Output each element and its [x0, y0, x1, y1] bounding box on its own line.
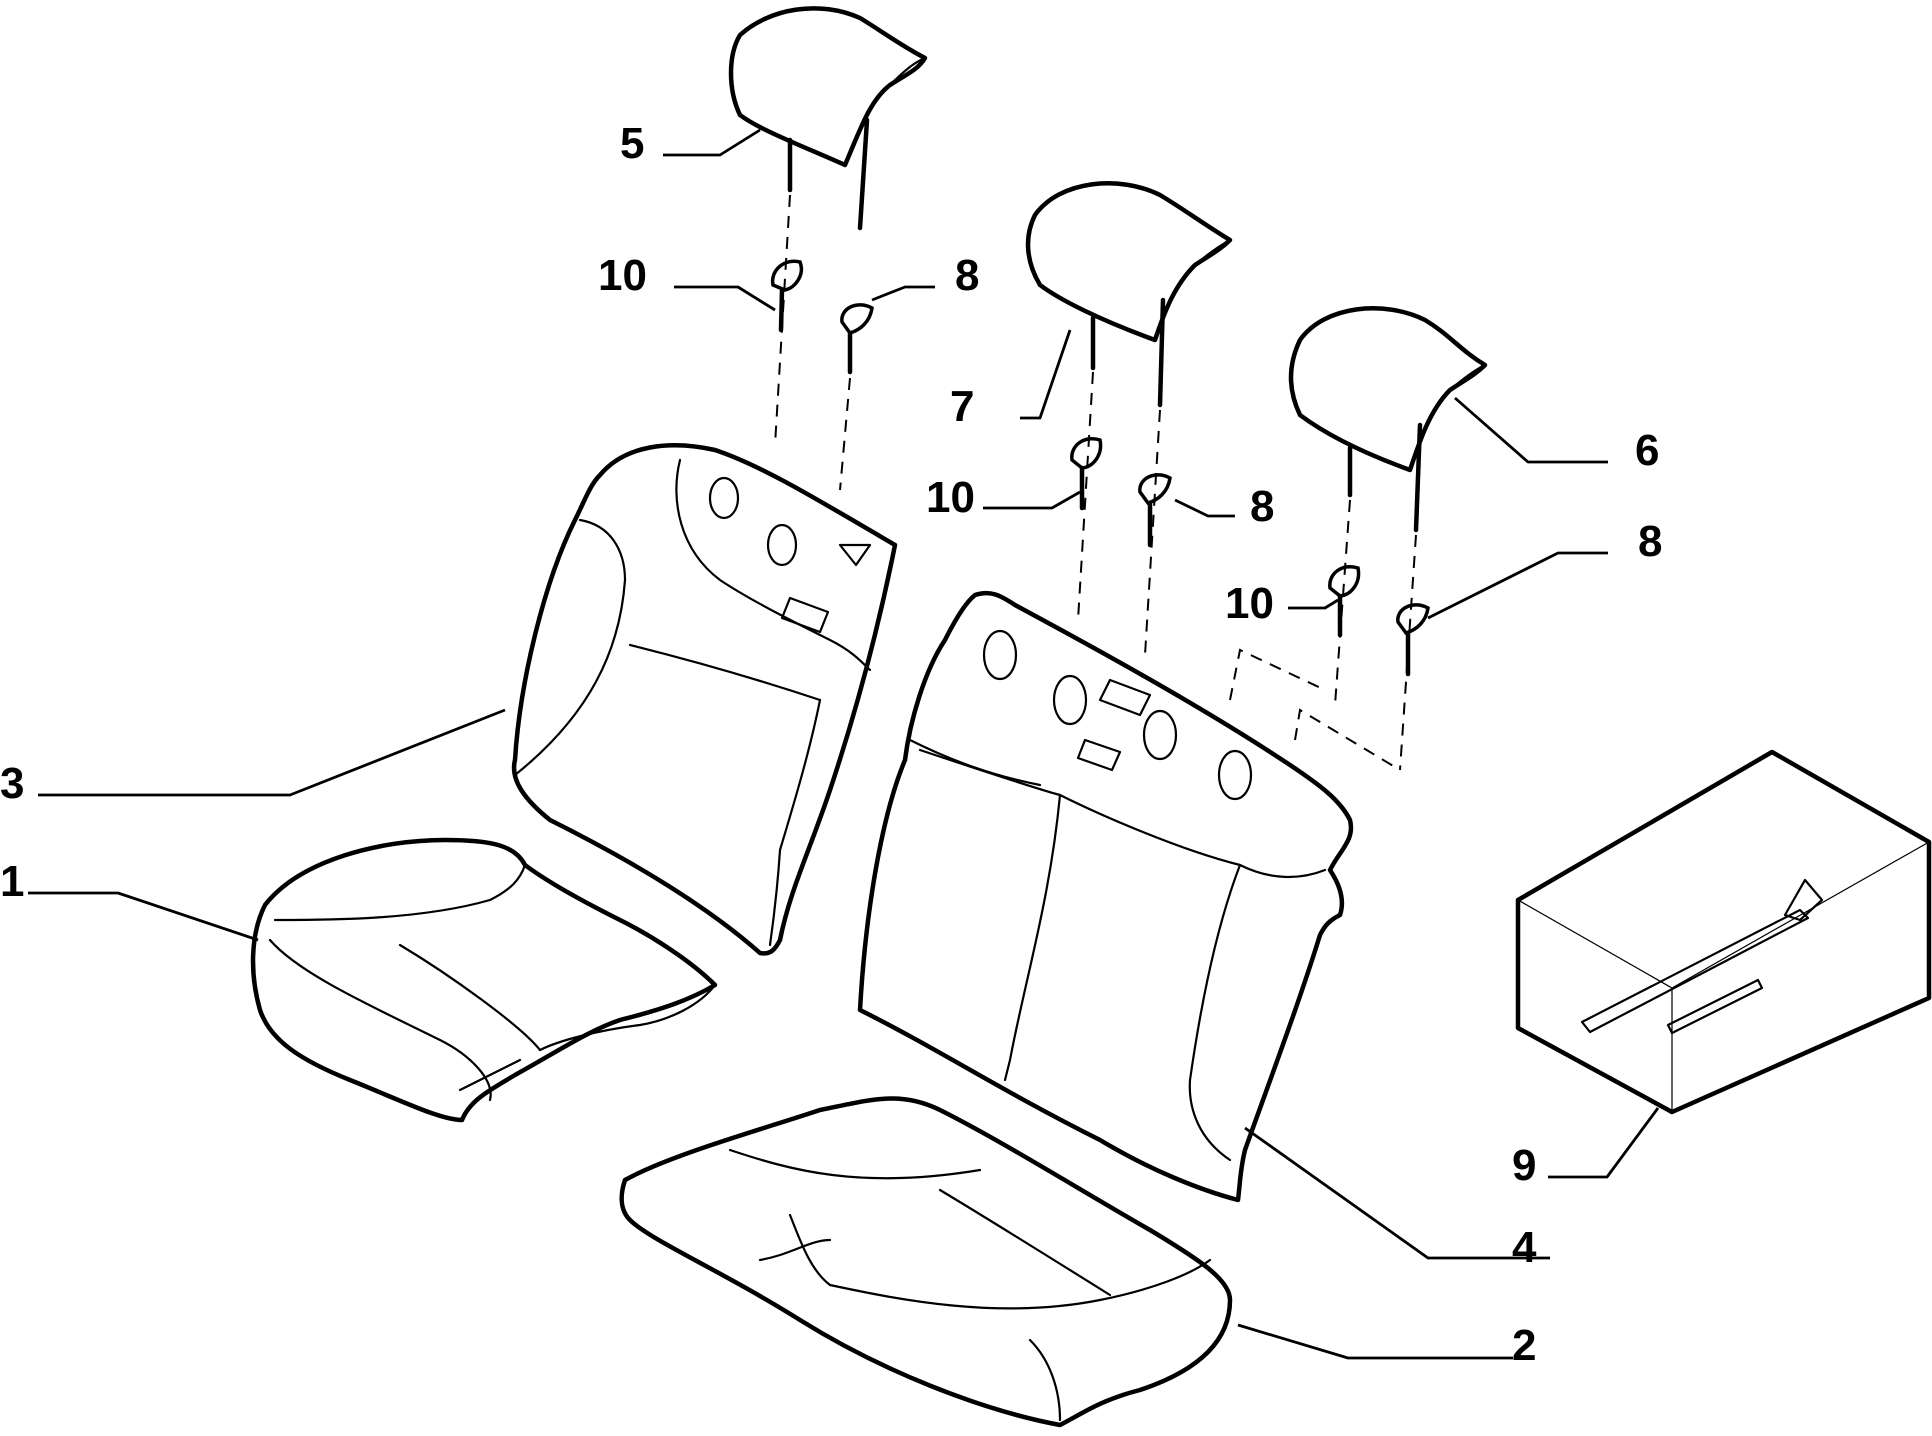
callout-1: 1: [0, 857, 24, 906]
callout-6: 6: [1635, 426, 1659, 475]
leader-lines: [28, 128, 1660, 1360]
guide-sleeves: [770, 259, 1430, 677]
assembly-dashed-lines: [774, 194, 1417, 771]
callout-3: 3: [0, 759, 24, 808]
headrest-6: [1288, 306, 1488, 533]
backrest-4: [857, 590, 1354, 1203]
callout-10-middle: 10: [926, 473, 975, 522]
callout-4: 4: [1512, 1223, 1537, 1272]
callout-10-right: 10: [1225, 579, 1274, 628]
headrest-5: [728, 6, 928, 231]
callout-10-left: 10: [598, 251, 647, 300]
backrest-3: [511, 443, 898, 956]
callout-5: 5: [620, 119, 644, 168]
callout-labels: 5 10 8 7 10 8 6 8 10 3 1 9 4 2: [0, 119, 1662, 1370]
callout-8-right: 8: [1638, 517, 1662, 566]
headrest-7: [1025, 181, 1233, 408]
repair-kit-box-9: [1515, 749, 1932, 1115]
seat-cushion-1: [250, 837, 718, 1123]
callout-8-left: 8: [955, 251, 979, 300]
seat-cushion-2: [619, 1096, 1233, 1428]
callout-2: 2: [1512, 1321, 1536, 1370]
callout-7: 7: [950, 382, 974, 431]
callout-8-middle: 8: [1250, 482, 1274, 531]
callout-9: 9: [1512, 1141, 1536, 1190]
